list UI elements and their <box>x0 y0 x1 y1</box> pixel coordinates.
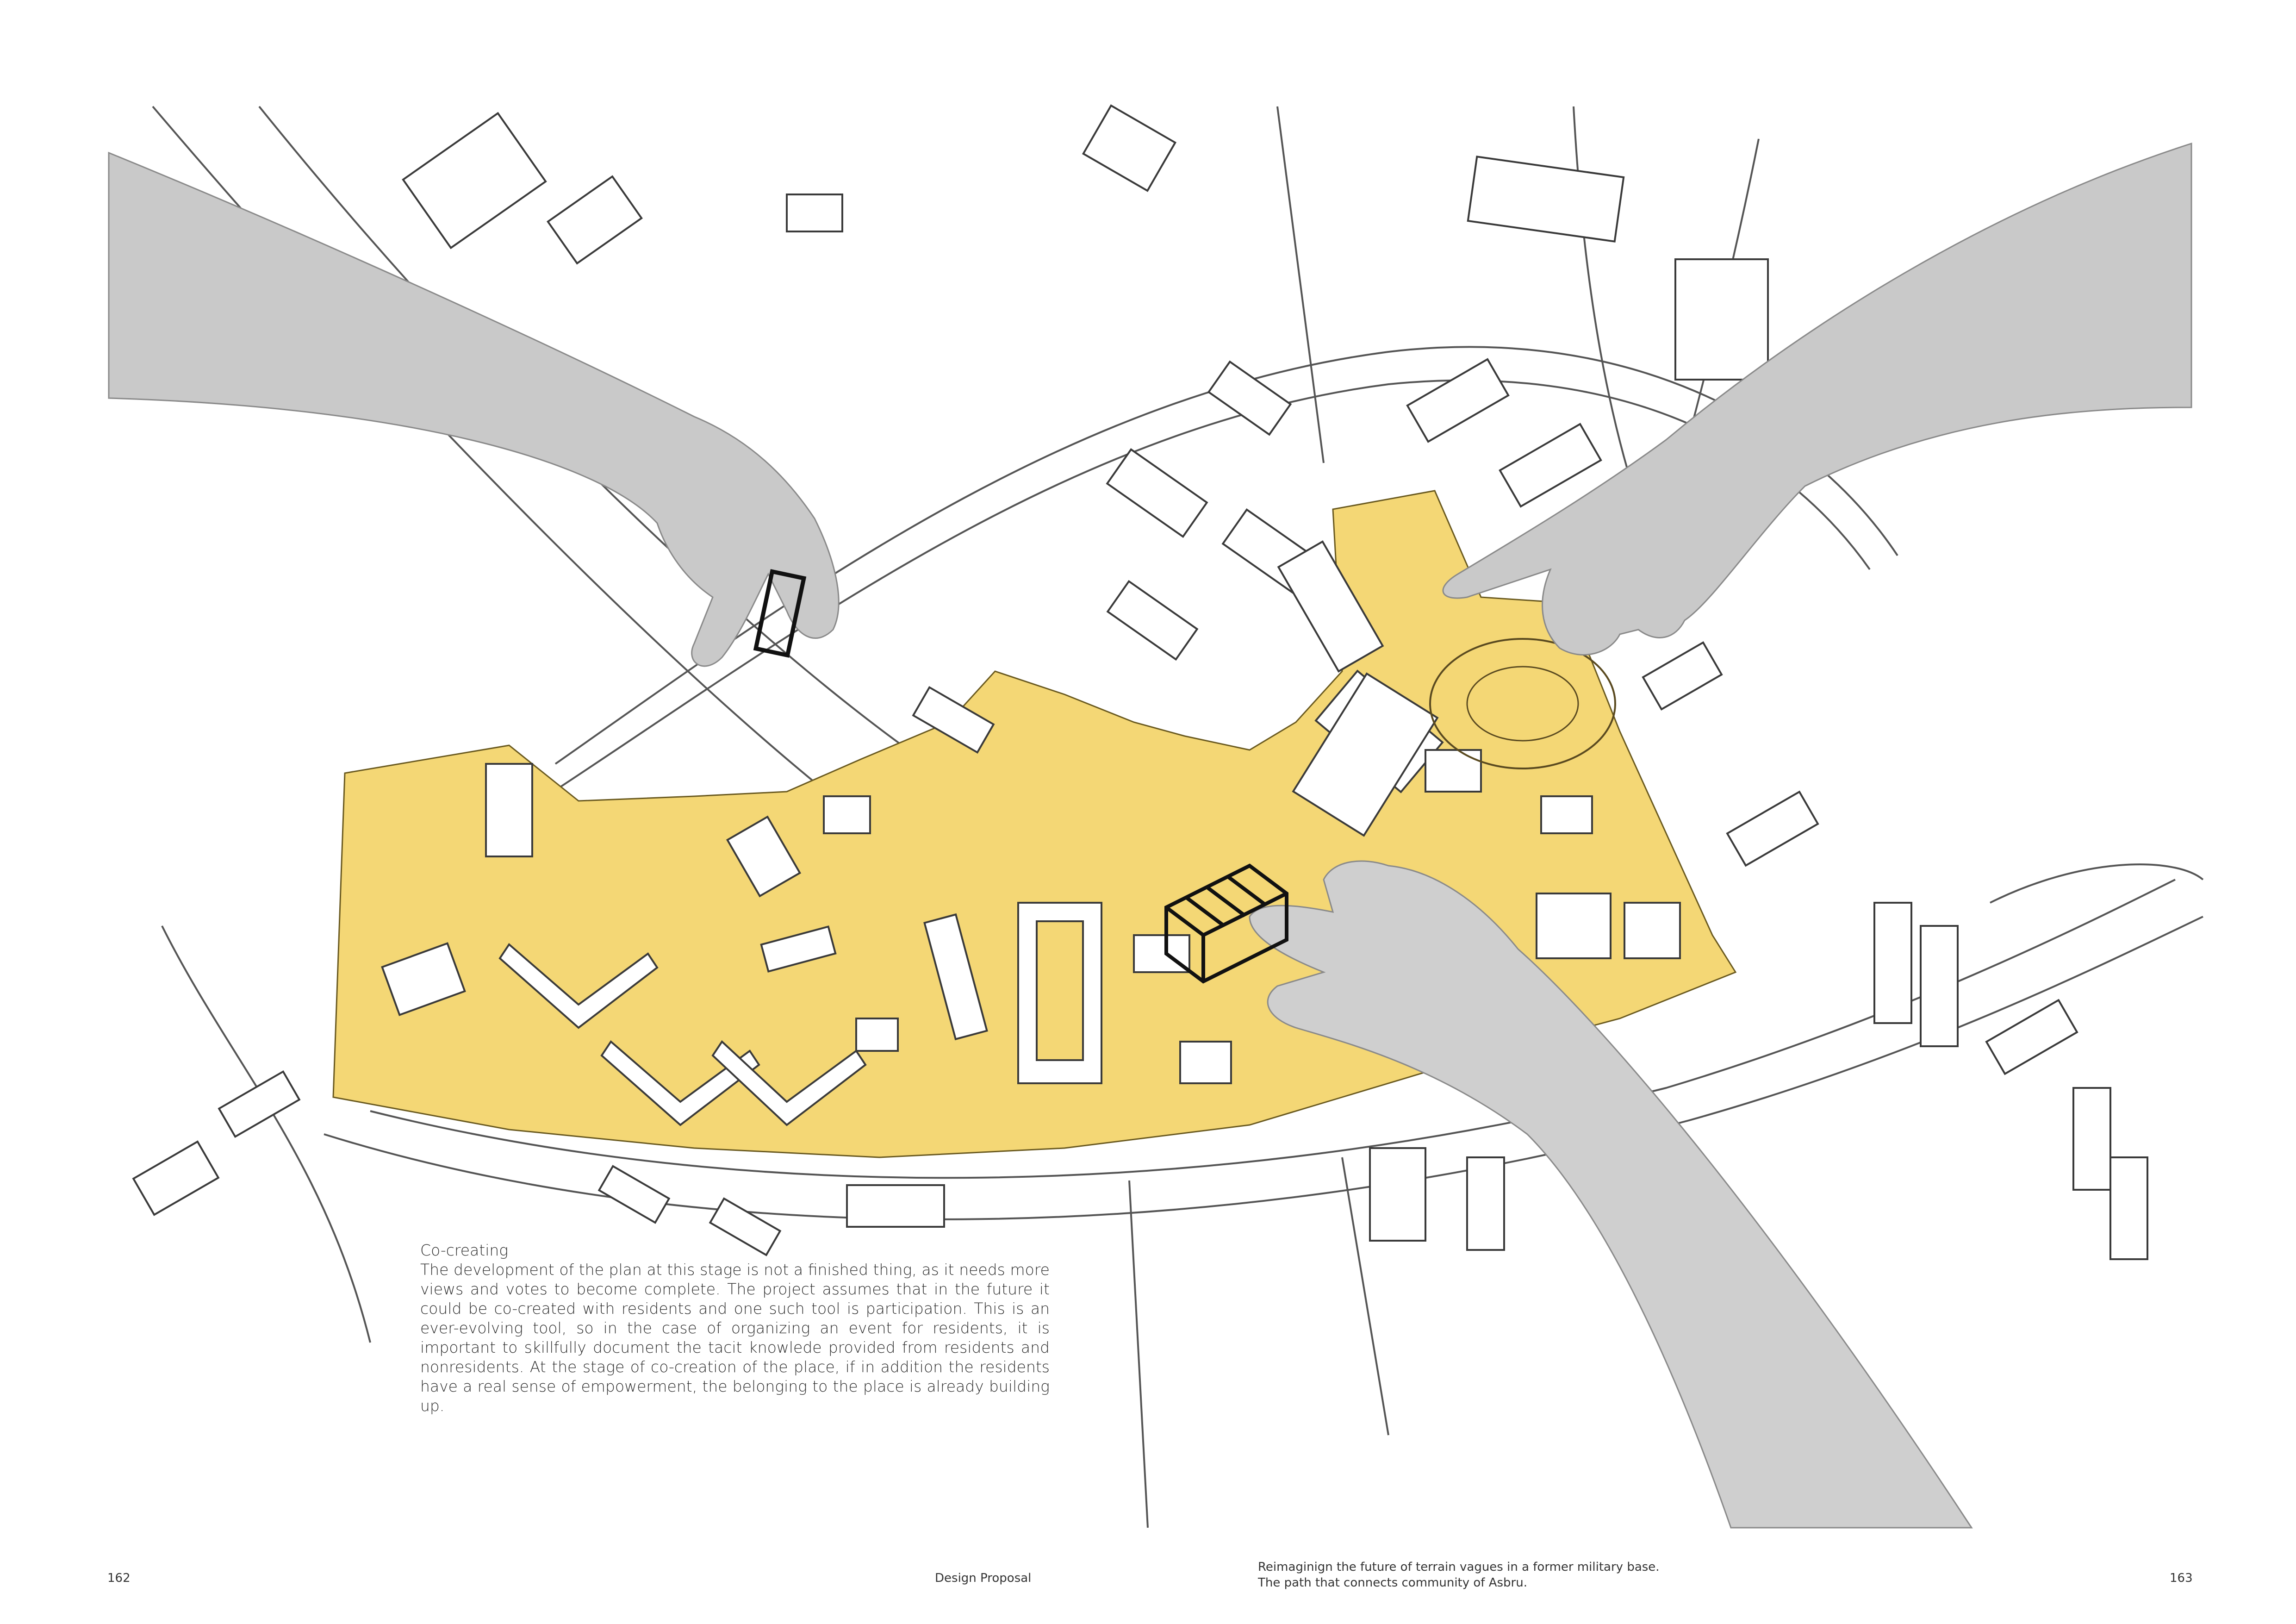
caption-line-1: Reimaginign the future of terrain vagues… <box>1258 1560 1660 1574</box>
body-paragraph: The development of the plan at this stag… <box>420 1261 1050 1415</box>
section-heading: Co-creating <box>420 1241 509 1259</box>
held-greenhouse-model <box>1164 863 1288 984</box>
park-loop <box>1429 638 1616 769</box>
buildings <box>132 104 2148 1260</box>
left-hand-figure <box>108 151 840 667</box>
page-number-left: 162 <box>107 1571 131 1585</box>
buildings-on-terrain <box>381 540 1593 1126</box>
right-hand-figure <box>1442 142 2192 656</box>
bottom-hand-figure <box>1164 860 1973 1529</box>
running-title: Design Proposal <box>935 1571 1032 1585</box>
figure-caption: Reimaginign the future of terrain vagues… <box>1258 1559 1660 1591</box>
page-number-right: 163 <box>2170 1571 2193 1585</box>
co-creating-text-block: Co-creating The development of the plan … <box>420 1241 1050 1416</box>
caption-line-2: The path that connects community of Asbr… <box>1258 1576 1527 1590</box>
held-building-model-left <box>753 569 807 658</box>
